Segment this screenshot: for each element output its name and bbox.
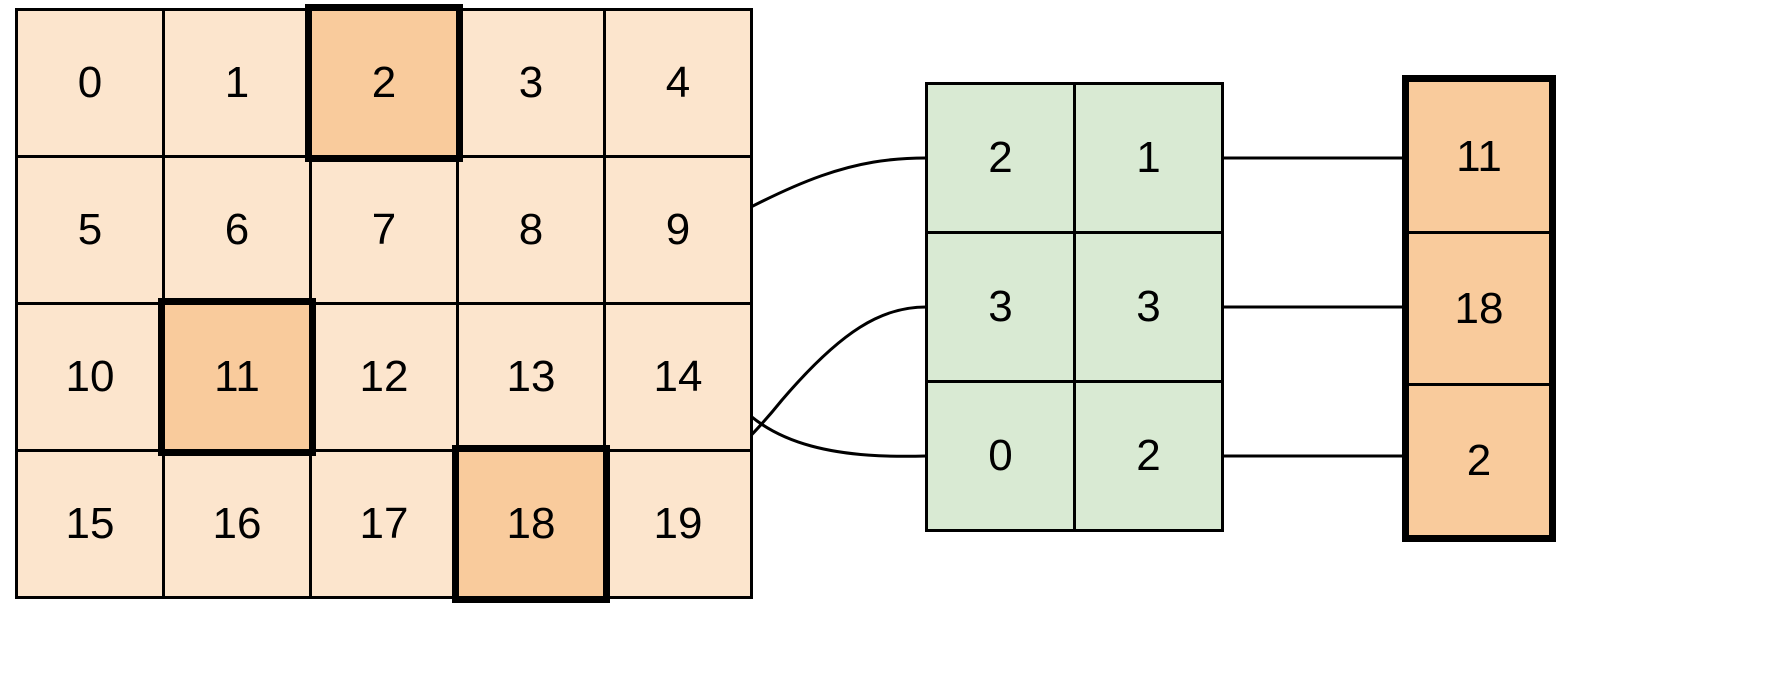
index-cell-row: 2 [928,85,1073,231]
grid-cell: 4 [606,11,750,155]
grid-cell: 14 [606,305,750,449]
index-cell-col: 2 [1076,383,1221,529]
grid-cell: 8 [459,158,603,302]
grid-cell: 10 [18,305,162,449]
grid-cell: 6 [165,158,309,302]
grid-cell: 2 [312,11,456,155]
source-grid: 0 1 2 3 4 5 6 7 8 9 10 11 12 13 14 15 16… [15,8,753,599]
grid-cell: 15 [18,452,162,596]
grid-cell: 11 [165,305,309,449]
index-cell-row: 3 [928,234,1073,380]
grid-cell: 19 [606,452,750,596]
grid-cell: 7 [312,158,456,302]
index-table: 2 1 3 3 0 2 [925,82,1224,532]
grid-cell: 16 [165,452,309,596]
grid-cell: 18 [459,452,603,596]
grid-cell: 9 [606,158,750,302]
grid-cell: 12 [312,305,456,449]
grid-cell: 0 [18,11,162,155]
output-column: 11 18 2 [1402,75,1556,542]
index-cell-col: 3 [1076,234,1221,380]
output-cell: 2 [1409,386,1549,535]
index-cell-row: 0 [928,383,1073,529]
grid-cell: 13 [459,305,603,449]
grid-cell: 5 [18,158,162,302]
output-cell: 18 [1409,234,1549,383]
grid-cell: 1 [165,11,309,155]
output-cell: 11 [1409,82,1549,231]
grid-cell: 17 [312,452,456,596]
index-cell-col: 1 [1076,85,1221,231]
grid-cell: 3 [459,11,603,155]
